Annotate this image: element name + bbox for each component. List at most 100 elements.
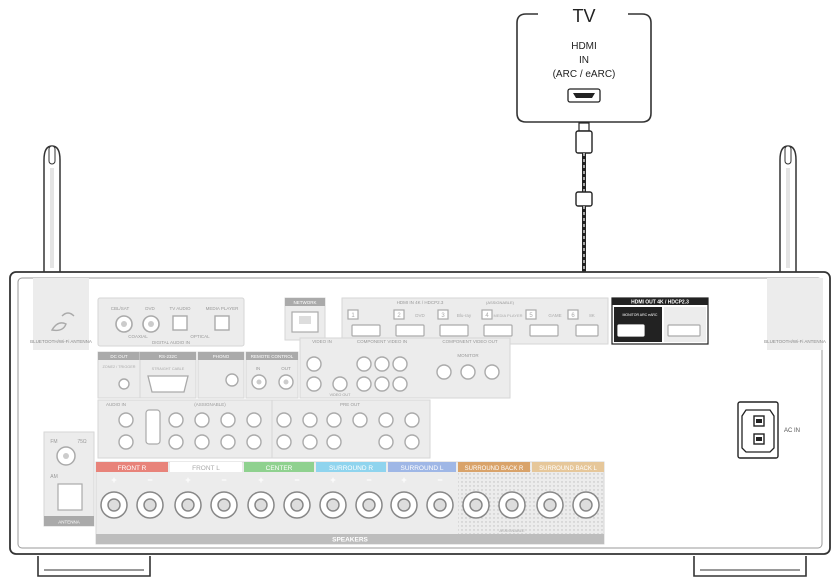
hdmi-in-5-number-box [525, 309, 537, 320]
terminal-surround-l-plus[interactable] [390, 491, 418, 519]
plus-symbol: + [401, 475, 406, 485]
audio-in-1-l[interactable] [168, 412, 184, 428]
receiver-foot-right [693, 556, 807, 577]
remote-in-jack[interactable] [251, 374, 267, 390]
pre-out-surround-r[interactable] [326, 434, 342, 450]
video-panel: VIDEO IN COMPONENT VIDEO IN COMPONENT VI… [299, 337, 511, 399]
component-in-1-y[interactable] [356, 356, 372, 372]
ac-inlet[interactable] [741, 409, 775, 453]
hdmi-in-label: HDMI IN 4K / HDCP2.3 [397, 300, 444, 305]
digital-audio-in-panel: CBL/SAT DVD TV AUDIO MEDIA PLAYER COAXIA… [97, 297, 245, 347]
phono-jack[interactable] [225, 373, 239, 387]
plus-symbol: + [258, 475, 263, 485]
pre-out-sub-2[interactable] [276, 434, 292, 450]
hdmi-out-panel: HDMI OUT 4K / HDCP2.3 MONITOR ARC eARC [611, 297, 709, 345]
receiver-foot-left [37, 556, 151, 577]
audio-in-2-l[interactable] [194, 412, 210, 428]
audio-in-2-r[interactable] [194, 434, 210, 450]
speaker-group-surround-r: SURROUND R [316, 462, 386, 472]
optical-jack-1[interactable] [172, 315, 188, 331]
component-in-1-pr[interactable] [392, 356, 408, 372]
component-in-2-pb[interactable] [374, 376, 390, 392]
plus-symbol: + [330, 475, 335, 485]
terminal-front-r-plus[interactable] [100, 491, 128, 519]
hdmi-out-2-jack[interactable] [667, 324, 701, 337]
coax-jack-1[interactable] [115, 315, 133, 333]
terminal-surround-back-r-minus[interactable] [498, 491, 526, 519]
terminal-surround-l-minus[interactable] [426, 491, 454, 519]
pre-out-height-r[interactable] [404, 434, 420, 450]
speaker-label-center: CENTER [266, 465, 293, 472]
hdmi-in-4-jack[interactable] [483, 324, 513, 337]
hdmi-in-2-jack[interactable] [395, 324, 425, 337]
speaker-label-surround-back-l: SURROUND BACK L [539, 466, 597, 472]
pre-out-center[interactable] [352, 412, 368, 428]
pre-out-height-l[interactable] [404, 412, 420, 428]
terminal-surround-back-l-minus[interactable] [572, 491, 600, 519]
pre-out-front-l[interactable] [302, 412, 318, 428]
hdmi-in-4-source: MEDIA PLAYER [493, 313, 522, 318]
terminal-front-l-plus[interactable] [174, 491, 202, 519]
video-out-jack[interactable] [332, 376, 348, 392]
terminal-surround-r-minus[interactable] [355, 491, 383, 519]
hdmi-in-4-number-box [481, 309, 493, 320]
coax-jack-2[interactable] [142, 315, 160, 333]
hdmi-in-3-source: Blu-ray [457, 313, 472, 318]
video-in-jack-1[interactable] [306, 356, 322, 372]
hdmi-out-1-jack[interactable] [617, 324, 645, 337]
speaker-group-center: CENTER [244, 462, 314, 472]
terminal-surround-r-plus[interactable] [319, 491, 347, 519]
terminal-surround-back-l-plus[interactable] [536, 491, 564, 519]
hdmi-in-5-source: GAME [548, 313, 561, 318]
video-out-label: VIDEO OUT [330, 393, 352, 397]
component-in-1-pb[interactable] [374, 356, 390, 372]
audio-in-4-r[interactable] [246, 434, 262, 450]
terminal-surround-back-r-plus[interactable] [462, 491, 490, 519]
rs232c-jack[interactable] [147, 375, 189, 393]
audio-in-4-l[interactable] [246, 412, 262, 428]
hdmi-in-6-jack[interactable] [575, 324, 599, 337]
terminal-center-minus[interactable] [283, 491, 311, 519]
fm-ohm-label: 75Ω [77, 439, 87, 445]
pre-out-front-r[interactable] [302, 434, 318, 450]
pre-out-sub-1[interactable] [276, 412, 292, 428]
audio-in-3-r[interactable] [220, 434, 236, 450]
component-out-pb[interactable] [460, 364, 476, 380]
ac-in-panel: AC IN [737, 401, 800, 459]
speaker-label-surround-r: SURROUND R [329, 465, 373, 472]
pre-out-back-l[interactable] [378, 412, 394, 428]
component-in-2-pr[interactable] [392, 376, 408, 392]
coaxial-label: COAXIAL [128, 334, 148, 339]
remote-out-jack[interactable] [278, 374, 294, 390]
video-in-label: VIDEO IN [312, 339, 332, 344]
audio-in-1-r[interactable] [168, 434, 184, 450]
hdmi-in-3-jack[interactable] [439, 324, 469, 337]
speaker-group-surround-back-r: SURROUND BACK R [458, 462, 530, 472]
optical-jack-2[interactable] [214, 315, 230, 331]
pre-out-back-r[interactable] [378, 434, 394, 450]
video-in-jack-2[interactable] [306, 376, 322, 392]
speakers-panel: FRONT R FRONT L CENTER SURROUND R SURROU… [95, 461, 605, 545]
fm-jack[interactable] [56, 446, 76, 466]
audio-in-phono-r[interactable] [118, 434, 134, 450]
optical-input-2-label: MEDIA PLAYER [206, 306, 239, 311]
terminal-front-l-minus[interactable] [210, 491, 238, 519]
plus-symbol: + [111, 475, 116, 485]
component-out-pr[interactable] [484, 364, 500, 380]
hdmi-in-1-number-box [347, 309, 359, 320]
dc-out-jack[interactable] [118, 378, 130, 390]
pre-out-surround-l[interactable] [326, 412, 342, 428]
signal-ground-terminal[interactable] [145, 409, 161, 445]
speaker-label-front-l: FRONT L [192, 465, 220, 472]
am-terminal[interactable] [57, 483, 83, 511]
component-in-2-y[interactable] [356, 376, 372, 392]
terminal-center-plus[interactable] [247, 491, 275, 519]
audio-in-3-l[interactable] [220, 412, 236, 428]
phono-panel: PHONO [197, 351, 245, 399]
hdmi-in-5-jack[interactable] [529, 324, 559, 337]
audio-in-phono-l[interactable] [118, 412, 134, 428]
component-out-y[interactable] [436, 364, 452, 380]
terminal-front-r-minus[interactable] [136, 491, 164, 519]
hdmi-in-1-jack[interactable] [351, 324, 381, 337]
hdmi-in-3-number: 3 [441, 313, 445, 319]
